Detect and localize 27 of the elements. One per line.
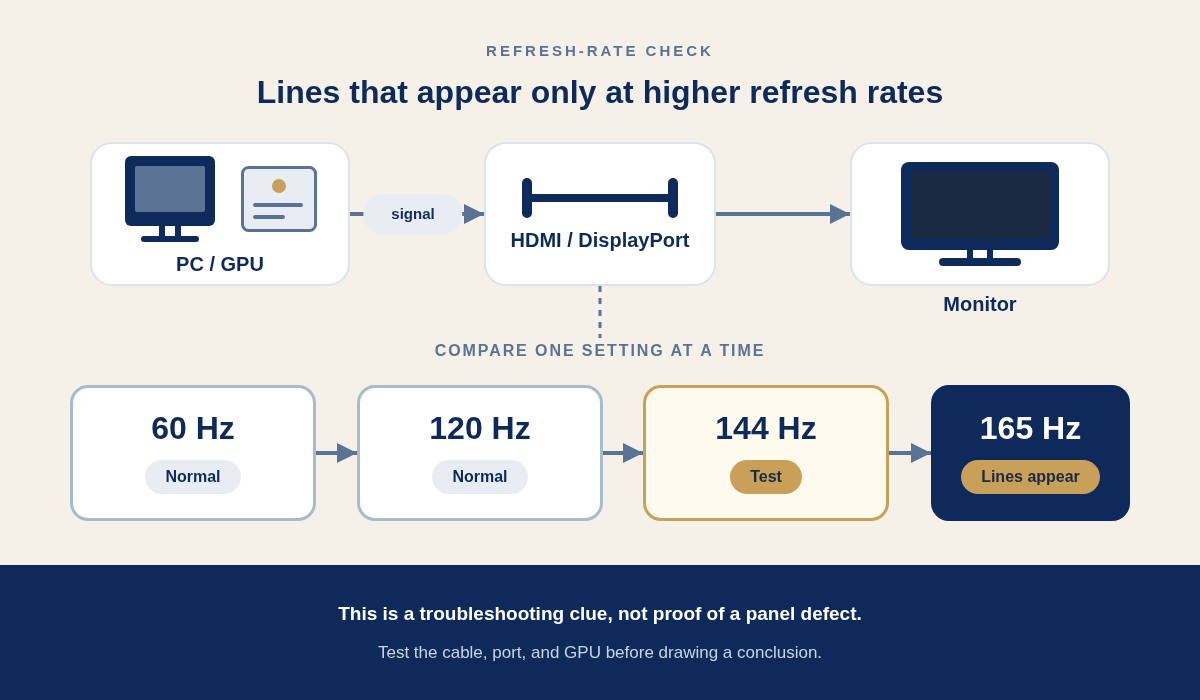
device-label: Monitor: [943, 294, 1017, 314]
device-label: PC / GPU: [176, 254, 264, 274]
arrow: [889, 443, 931, 463]
arrow: [603, 443, 643, 463]
arrow: [716, 204, 850, 224]
status-pill: Test: [730, 460, 802, 494]
refresh-rate: 120 Hz: [429, 412, 531, 444]
dashed-connector: [598, 286, 602, 338]
device-label: HDMI / DisplayPort: [510, 230, 690, 250]
title: Lines that appear only at higher refresh rates: [256, 73, 944, 112]
refresh-rate-card: [357, 385, 603, 521]
device-card: [90, 142, 350, 286]
footer-note: This is a troubleshooting clue, not proof of a panel defect.: [338, 601, 862, 626]
edge-label: signal: [363, 193, 463, 235]
refresh-rate-card: [643, 385, 889, 521]
refresh-rate-card: [931, 385, 1130, 521]
status-pill: Normal: [432, 460, 528, 494]
arrow: [316, 443, 357, 463]
refresh-rate-card: [70, 385, 316, 521]
refresh-rate: 60 Hz: [151, 412, 235, 444]
device-card: [484, 142, 716, 286]
kicker-text: REFRESH-RATE CHECK: [486, 41, 714, 61]
refresh-rate: 144 Hz: [715, 412, 817, 444]
footer-note: Test the cable, port, and GPU before drawing a conclusion.: [377, 642, 823, 664]
status-pill: Normal: [145, 460, 241, 494]
refresh-rate: 165 Hz: [979, 412, 1082, 444]
status-pill: Lines appear: [961, 460, 1100, 494]
